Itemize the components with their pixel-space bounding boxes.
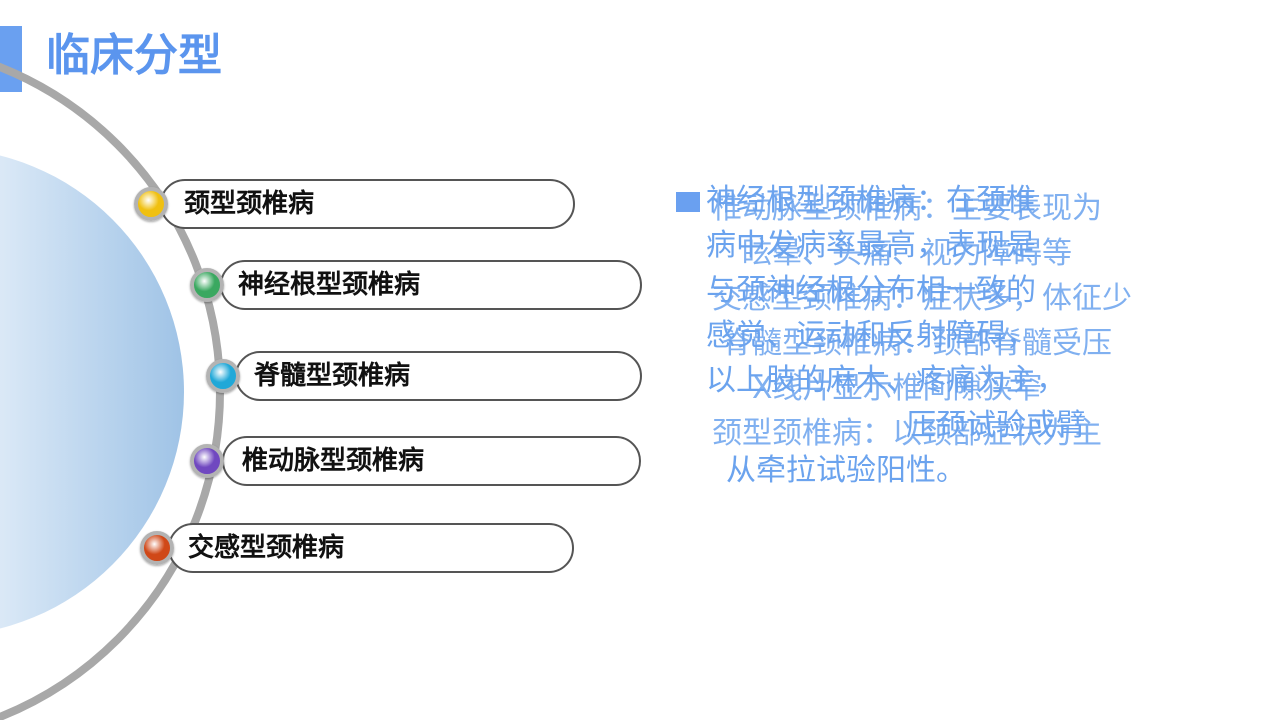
- type-pill: [160, 179, 575, 229]
- type-dot-icon: [206, 359, 240, 393]
- description-line: 感觉、运动和反射障碍，: [706, 318, 1036, 353]
- description-main-layer: 神经根型颈椎病：在颈椎 病中发病率最高，表现是 与颈神经根分布相一致的 感觉、运…: [706, 178, 1226, 493]
- description-overlap-line: X线片显示椎间隙狭窄: [752, 371, 1043, 406]
- type-label: 神经根型颈椎病: [238, 270, 421, 300]
- description-line: 压颈试验或臂: [906, 408, 1086, 443]
- description-line: 神经根型颈椎病：在颈椎: [706, 183, 1036, 218]
- description-overlap-line: 眩晕、头痛、视力障碍等: [742, 236, 1072, 271]
- description-line: 以上肢的麻木、疼痛为主，: [706, 363, 1066, 398]
- description-line: 与颈神经根分布相一致的: [706, 273, 1036, 308]
- type-dot-icon: [140, 531, 174, 565]
- gradient-semicircle: [0, 155, 184, 629]
- description-overlap-line: 颈型颈椎病：以颈部症状为主: [712, 416, 1102, 451]
- description-line: 从牵拉试验阳性。: [726, 453, 966, 488]
- page-title: 临床分型: [46, 30, 222, 81]
- type-pill: [222, 436, 641, 486]
- type-dot-icon: [134, 187, 168, 221]
- type-label: 脊髓型颈椎病: [254, 361, 411, 391]
- type-dot-icon: [190, 444, 224, 478]
- type-label: 颈型颈椎病: [184, 189, 315, 219]
- description-overlap-layer: 椎动脉型颈椎病：主要表现为 眩晕、头痛、视力障碍等 交感型颈椎病：症状多，体征少…: [712, 186, 1232, 456]
- description-overlap-line: 脊髓型颈椎病：颈部脊髓受压: [722, 326, 1112, 361]
- description-line: 病中发病率最高，表现是: [706, 228, 1036, 263]
- type-label: 椎动脉型颈椎病: [242, 446, 425, 476]
- type-label: 交感型颈椎病: [188, 533, 345, 563]
- type-pill: [235, 351, 642, 401]
- type-dot-icon: [190, 268, 224, 302]
- bullet-square-icon: [676, 192, 700, 212]
- description-overlap-line: 椎动脉型颈椎病：主要表现为: [712, 191, 1102, 226]
- type-pill: [220, 260, 642, 310]
- description-overlap-line: 交感型颈椎病：症状多，体征少: [712, 281, 1132, 316]
- type-pill: [168, 523, 574, 573]
